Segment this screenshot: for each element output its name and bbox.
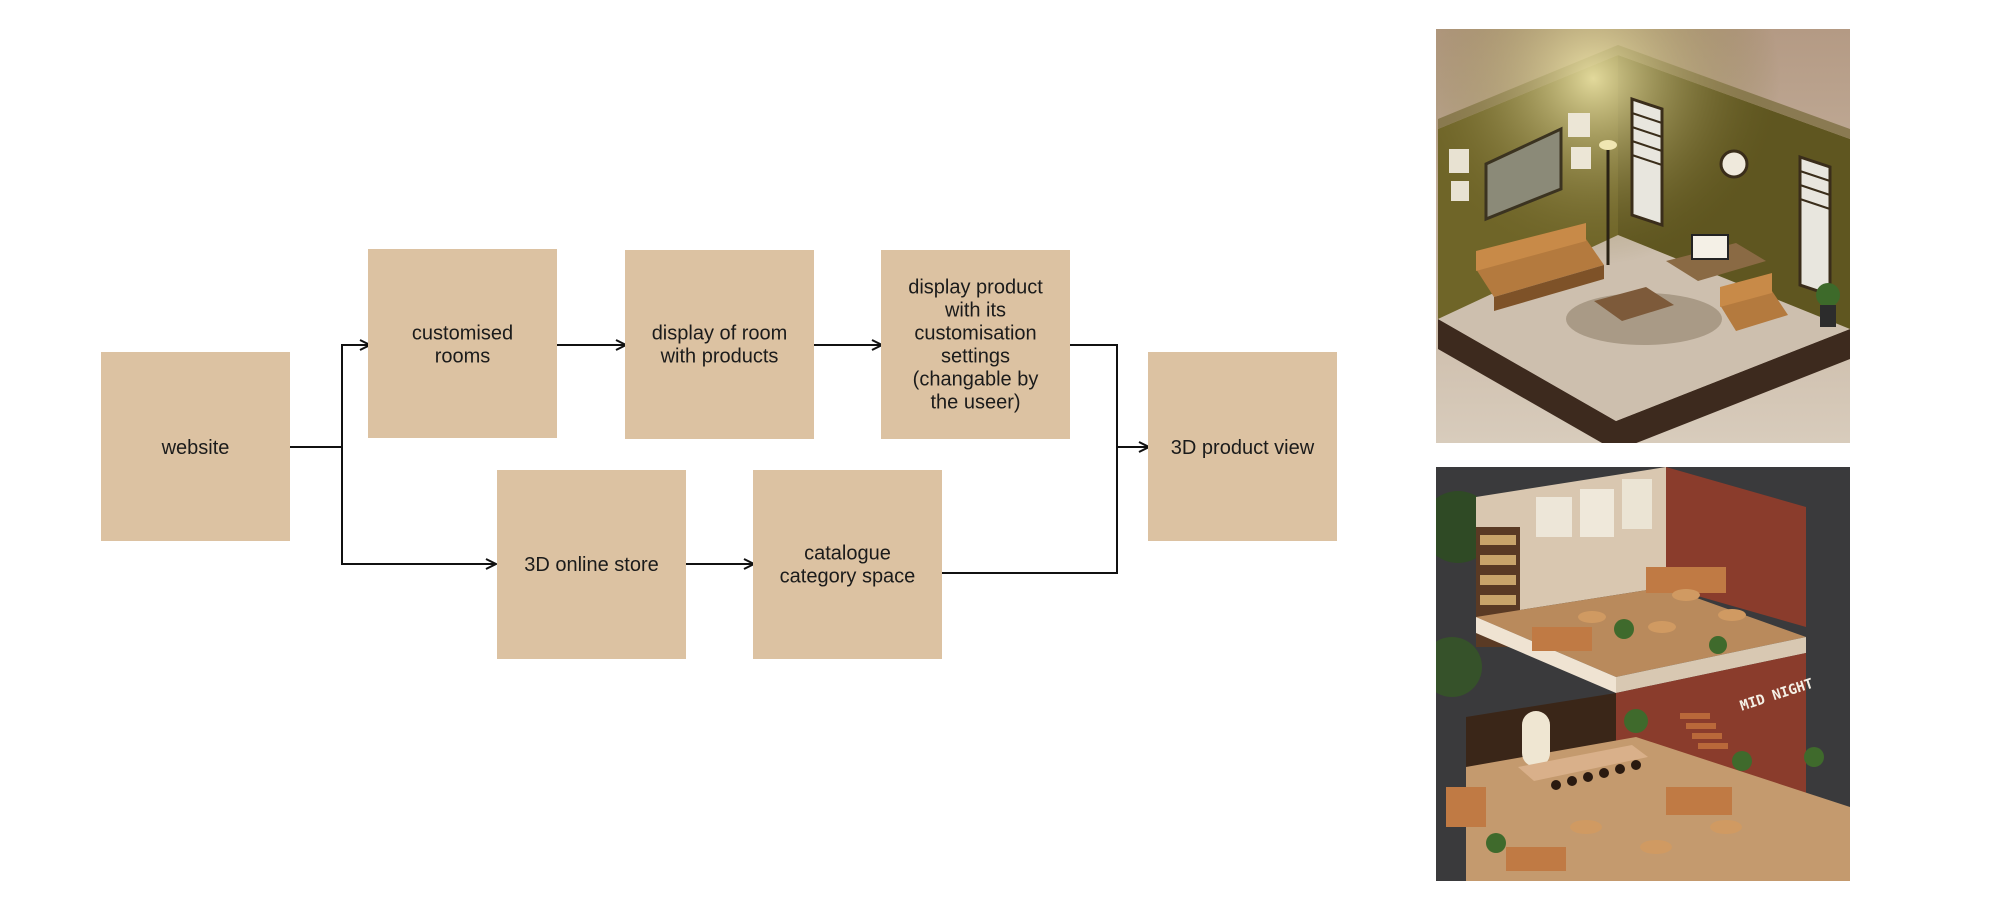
node-label-line: display product <box>908 277 1043 299</box>
node-website-label: website <box>161 437 230 459</box>
node-label-line: category space <box>780 566 916 588</box>
edge-to-online-store <box>341 447 496 564</box>
node-3d-product-view-label: 3D product view <box>1171 437 1315 459</box>
node-label-line: settings <box>941 346 1010 368</box>
edge-to-customised-rooms <box>341 345 370 447</box>
node-label-line: (changable by <box>913 369 1039 391</box>
node-3d-online-store: 3D online store <box>497 470 686 659</box>
node-label-line: catalogue <box>804 543 891 565</box>
node-label-line: with its <box>944 300 1006 322</box>
cafe-image: MID NIGHT <box>1436 467 1850 881</box>
edges <box>289 344 1149 574</box>
node-label-line: customised <box>412 323 513 345</box>
node-label-line: display of room <box>652 323 788 345</box>
node-label-line: the useer) <box>930 392 1020 414</box>
node-label-line: with products <box>660 346 779 368</box>
node-3d-product-view: 3D product view <box>1148 352 1337 541</box>
node-label-line: 3D online store <box>524 554 659 576</box>
node-label-line: website <box>161 437 230 459</box>
node-website: website <box>101 352 290 541</box>
node-3d-online-store-label: 3D online store <box>524 554 659 576</box>
node-label-line: rooms <box>435 346 491 368</box>
edge-catalogue-to-view <box>942 447 1118 574</box>
node-label-line: customisation <box>914 323 1036 345</box>
node-label-line: 3D product view <box>1171 437 1315 459</box>
living-room-image <box>1436 29 1850 443</box>
edge-display-product-to-view <box>1070 344 1149 447</box>
